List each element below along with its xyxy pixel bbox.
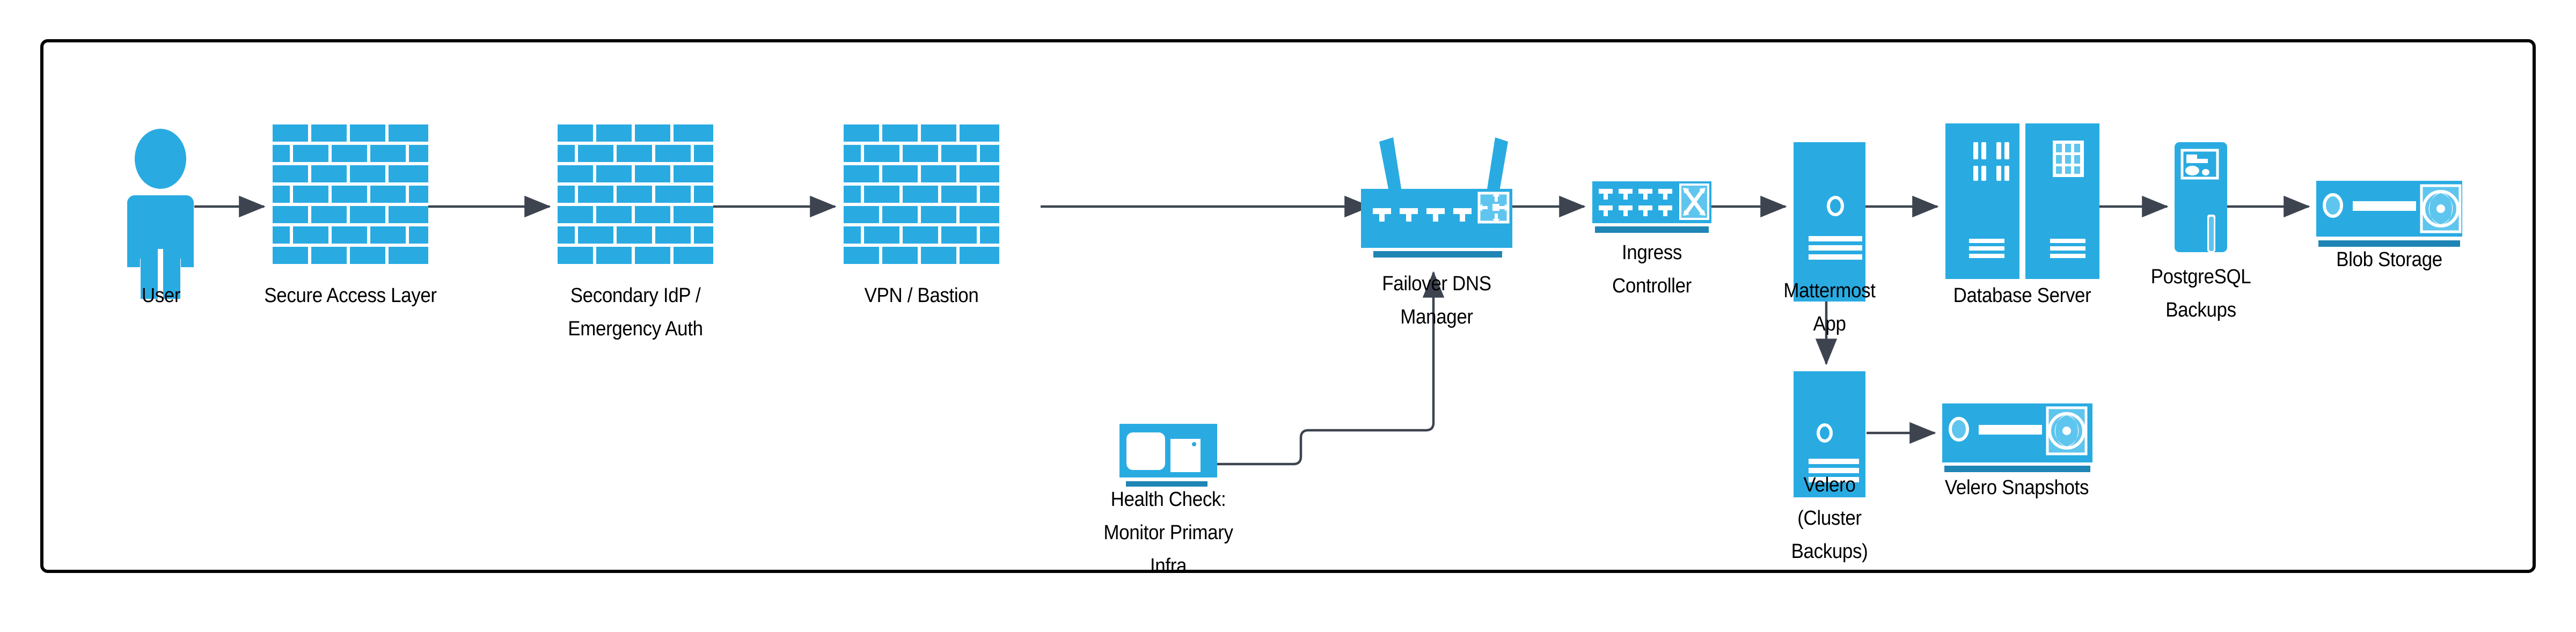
node-label-velero-snapshots: Velero Snapshots bbox=[1944, 476, 2089, 499]
wireless-router-icon bbox=[1361, 137, 1512, 258]
boundary-frame bbox=[40, 39, 2536, 573]
app-server-icon bbox=[1794, 142, 1865, 302]
brick-wall-icon bbox=[844, 124, 999, 264]
node-label-database-server: Database Server bbox=[1953, 284, 2091, 307]
node-label-mattermost-app: Mattermost App bbox=[1783, 280, 1876, 335]
backup-server-icon bbox=[2175, 142, 2227, 252]
brick-wall-icon bbox=[273, 124, 428, 264]
monitor-icon bbox=[1119, 424, 1217, 487]
blob-storage-icon bbox=[2316, 181, 2462, 247]
app-server-icon bbox=[1794, 371, 1865, 497]
node-label-velero: Velero (Cluster Backups) bbox=[1791, 474, 1868, 563]
node-label-postgresql-backups: PostgreSQL Backups bbox=[2150, 266, 2251, 321]
node-label-user: User bbox=[141, 284, 181, 307]
edge-health-check-to-failover-dns bbox=[1217, 271, 1445, 466]
node-label-ingress-controller: Ingress Controller bbox=[1612, 241, 1692, 297]
node-label-failover-dns-manager: Failover DNS Manager bbox=[1382, 273, 1491, 328]
person-icon bbox=[127, 129, 194, 299]
node-label-vpn-bastion: VPN / Bastion bbox=[864, 284, 979, 307]
node-label-blob-storage: Blob Storage bbox=[2336, 248, 2442, 271]
node-label-secondary-idp: Secondary IdP / Emergency Auth bbox=[568, 284, 703, 340]
node-label-health-check: Health Check: Monitor Primary Infra bbox=[1103, 488, 1233, 577]
network-switch-icon bbox=[1592, 181, 1711, 233]
node-label-secure-access-layer: Secure Access Layer bbox=[264, 284, 437, 307]
blob-storage-icon bbox=[1942, 403, 2092, 472]
brick-wall-icon bbox=[558, 124, 713, 264]
database-server-icon bbox=[1945, 123, 2099, 279]
